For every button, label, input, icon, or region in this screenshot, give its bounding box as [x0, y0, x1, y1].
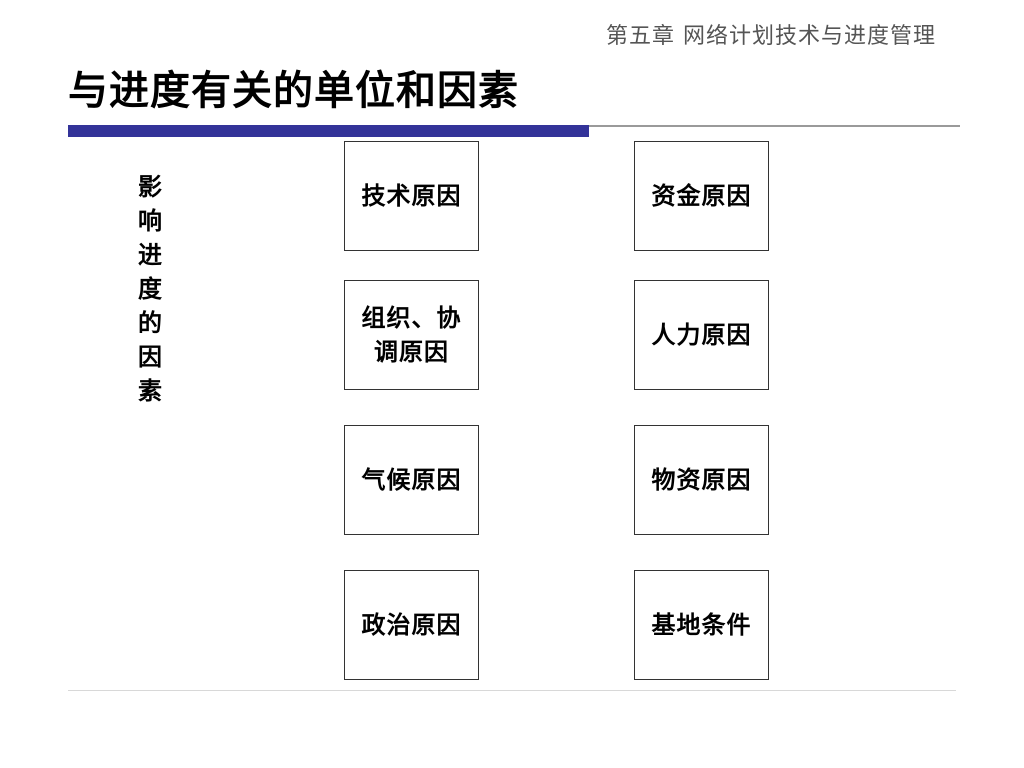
factor-label: 组织、协调原因: [361, 303, 462, 366]
title-accent-bar: [68, 125, 589, 137]
factor-label: 政治原因: [361, 610, 462, 639]
factor-label: 物资原因: [651, 465, 752, 494]
factor-box-political: 政治原因: [344, 570, 479, 680]
factor-label: 基地条件: [651, 610, 752, 639]
factor-box-site-conditions: 基地条件: [634, 570, 769, 680]
factor-box-materials: 物资原因: [634, 425, 769, 535]
factor-label: 气候原因: [361, 465, 462, 494]
chapter-heading: 第五章 网络计划技术与进度管理: [606, 24, 936, 49]
factor-label: 技术原因: [361, 181, 462, 210]
title-divider: [589, 125, 960, 127]
factor-box-organization: 组织、协调原因: [344, 280, 479, 390]
bottom-divider: [68, 690, 956, 691]
factor-label: 人力原因: [651, 320, 752, 349]
page-title: 与进度有关的单位和因素: [68, 67, 519, 114]
factor-box-climate: 气候原因: [344, 425, 479, 535]
factor-label: 资金原因: [651, 181, 752, 210]
factors-side-label: 影响进度的因素: [138, 172, 162, 405]
factor-box-manpower: 人力原因: [634, 280, 769, 390]
factor-box-technical: 技术原因: [344, 141, 479, 251]
factor-box-funding: 资金原因: [634, 141, 769, 251]
